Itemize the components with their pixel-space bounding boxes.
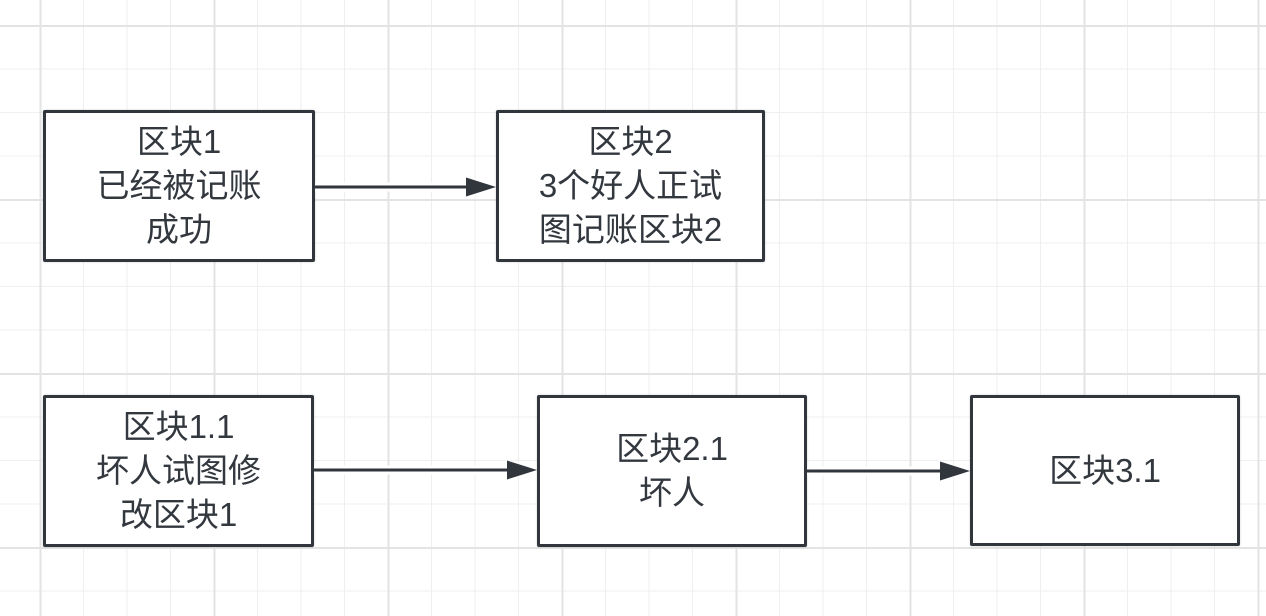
node-block2[interactable]: 区块2 3个好人正试 图记账区块2 <box>496 110 765 262</box>
node-block2-1[interactable]: 区块2.1 坏人 <box>537 395 807 547</box>
edge-block1-to-block2 arrow-icon[interactable] <box>315 174 496 200</box>
node-block1-1-label: 区块1.1 坏人试图修 改区块1 <box>96 408 261 533</box>
node-block1-label: 区块1 已经被记账 成功 <box>96 123 262 248</box>
node-block3-1[interactable]: 区块3.1 <box>970 395 1240 546</box>
node-block2-1-label: 区块2.1 坏人 <box>616 430 728 511</box>
node-block1-1[interactable]: 区块1.1 坏人试图修 改区块1 <box>43 395 314 547</box>
edge-block1-1-to-block2-1 arrow-icon[interactable] <box>314 457 537 483</box>
node-block3-1-label: 区块3.1 <box>1049 451 1161 489</box>
edge-block2-1-to-block3-1 arrow-icon[interactable] <box>807 458 970 484</box>
node-block2-label: 区块2 3个好人正试 图记账区块2 <box>538 123 723 248</box>
node-block1[interactable]: 区块1 已经被记账 成功 <box>43 110 315 262</box>
